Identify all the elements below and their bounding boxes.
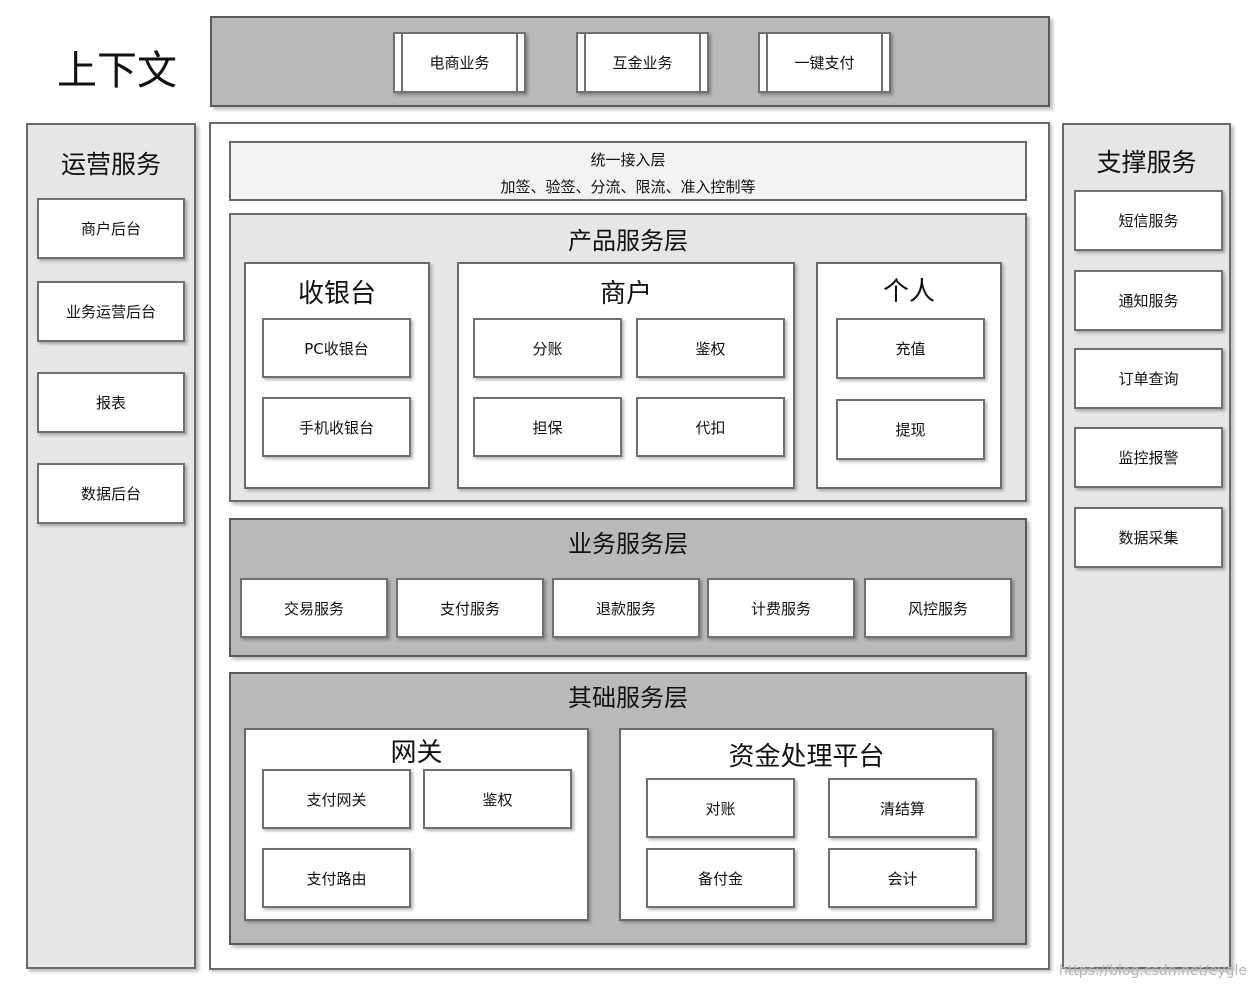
funds-item-reconciliation: 对账 [646,778,795,838]
gateway-group: 网关 支付网关 鉴权 支付路由 [244,728,589,921]
ops-item-data-backend: 数据后台 [37,463,185,524]
ops-item-merchant-backend: 商户后台 [37,198,185,259]
personal-title: 个人 [882,277,935,307]
business-layer-title: 业务服务层 [568,530,688,558]
ops-item-reports: 报表 [37,372,185,433]
context-item-ecommerce: 电商业务 [393,32,526,93]
support-item-sms: 短信服务 [1074,190,1223,251]
context-item-label: 电商业务 [429,54,490,72]
business-layer: 业务服务层 交易服务 支付服务 退款服务 计费服务 风控服务 [229,518,1027,657]
product-layer: 产品服务层 收银台 PC收银台 手机收银台 商户 分账 鉴权 担保 代扣 个人 … [229,213,1027,502]
support-item-monitoring: 监控报警 [1074,427,1223,488]
funds-title: 资金处理平台 [728,742,885,772]
funds-item-accounting: 会计 [828,848,977,908]
cashier-item-mobile: 手机收银台 [262,397,411,457]
funds-group: 资金处理平台 对账 清结算 备付金 会计 [619,728,994,921]
business-item-payment: 支付服务 [396,578,544,638]
funds-item-reserve: 备付金 [646,848,795,908]
support-item-data-collection: 数据采集 [1074,507,1223,568]
context-item-one-click-pay: 一键支付 [758,32,891,93]
support-title: 支撑服务 [1096,148,1197,177]
support-item-notification: 通知服务 [1074,270,1223,331]
access-layer-title: 统一接入层 [590,151,666,169]
context-panel: 电商业务 互金业务 一键支付 [210,16,1050,107]
context-item-label: 一键支付 [794,54,855,72]
cashier-title: 收银台 [297,279,376,309]
business-item-refund: 退款服务 [552,578,700,638]
base-layer: 其础服务层 网关 支付网关 鉴权 支付路由 资金处理平台 对账 清结算 备付金 … [229,672,1027,945]
funds-item-clearing: 清结算 [828,778,977,838]
business-item-billing: 计费服务 [707,578,855,638]
personal-item-withdraw: 提现 [836,399,985,460]
context-right-blank [1049,14,1230,118]
watermark: https://blog.csdn.net/eygle [1058,963,1247,979]
merchant-group: 商户 分账 鉴权 担保 代扣 [457,262,795,489]
context-item-internet-finance: 互金业务 [576,32,709,93]
gateway-title: 网关 [390,738,443,768]
support-item-order-query: 订单查询 [1074,348,1223,409]
cashier-group: 收银台 PC收银台 手机收银台 [244,262,430,489]
product-layer-title: 产品服务层 [568,227,688,255]
merchant-item-guarantee: 担保 [473,397,622,457]
access-layer: 统一接入层 加签、验签、分流、限流、准入控制等 [229,141,1027,201]
context-item-label: 互金业务 [612,54,673,72]
gateway-item-pay-routing: 支付路由 [262,848,411,908]
business-item-risk-control: 风控服务 [864,578,1012,638]
business-item-trade: 交易服务 [240,578,388,638]
ops-item-business-ops-backend: 业务运营后台 [37,281,185,342]
support-panel: 支撑服务 短信服务 通知服务 订单查询 监控报警 数据采集 [1062,123,1231,969]
base-layer-title: 其础服务层 [568,684,688,712]
ops-title: 运营服务 [60,150,161,179]
merchant-item-split: 分账 [473,318,622,378]
context-title: 上下文 [57,48,177,94]
ops-panel: 运营服务 商户后台 业务运营后台 报表 数据后台 [26,123,196,969]
access-layer-desc: 加签、验签、分流、限流、准入控制等 [500,178,756,196]
merchant-item-withhold: 代扣 [636,397,785,457]
merchant-item-auth: 鉴权 [636,318,785,378]
context-title-area: 上下文 [24,14,210,118]
gateway-item-pay-gateway: 支付网关 [262,769,411,829]
merchant-title: 商户 [599,279,652,309]
personal-item-topup: 充值 [836,318,985,379]
gateway-item-auth: 鉴权 [423,769,572,829]
personal-group: 个人 充值 提现 [816,262,1002,489]
cashier-item-pc: PC收银台 [262,318,411,378]
